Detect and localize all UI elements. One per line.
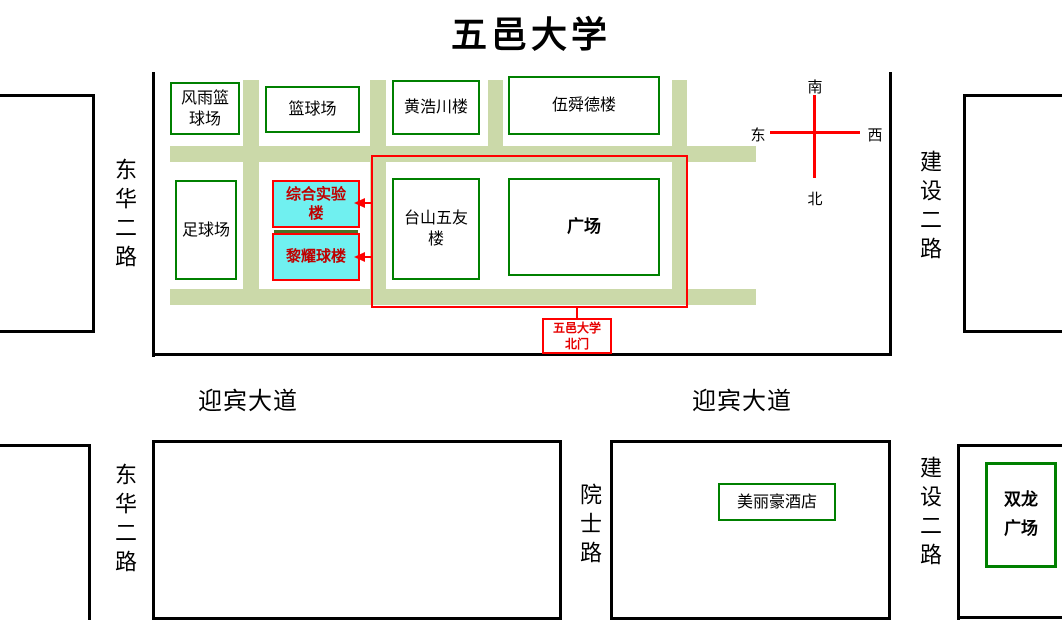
gate-label-line: 五邑大学 [552, 320, 601, 335]
compass-label-south: 南 [807, 78, 823, 96]
north-gate-badge: 五邑大学 北门 [542, 318, 612, 354]
campus-road-vertical-3 [488, 80, 503, 162]
compass-label-east: 东 [750, 126, 766, 144]
upper-right-block-top-edge [963, 94, 1062, 97]
compass-horizontal-line [770, 131, 860, 134]
building-label-line: 楼 [427, 229, 444, 248]
compass-label-north: 北 [807, 190, 823, 208]
road-label-donghua-upper: 东华二路 [111, 158, 136, 274]
building-huang-haochuan: 黄浩川楼 [392, 80, 480, 135]
road-label-yingbin-left: 迎宾大道 [198, 387, 298, 415]
road-label-yingbin-right: 迎宾大道 [692, 387, 792, 415]
building-label: 篮球场 [288, 99, 337, 119]
road-label-jianshe-upper: 建设二路 [916, 150, 941, 266]
upper-right-block-bottom-edge [963, 330, 1062, 333]
road-label-jianshe-lower: 建设二路 [916, 456, 941, 572]
building-label: 伍舜德楼 [551, 95, 616, 115]
campus-road-vertical-2 [370, 80, 386, 305]
route-line-to-gate [576, 308, 578, 320]
building-label: 黄浩川楼 [403, 97, 468, 117]
campus-road-vertical-4 [672, 80, 687, 305]
upper-right-block-side-edge [963, 94, 966, 333]
lower-block-east [610, 440, 891, 620]
landmark-label-line: 广场 [1004, 519, 1038, 539]
landmark-label-line: 双龙 [1004, 490, 1038, 511]
landmark-shuanglong-plaza: 双龙 广场 [985, 462, 1057, 568]
route-line-bottom [371, 306, 688, 308]
compass-vertical-line [813, 95, 816, 178]
route-arrow-lab-shaft [365, 202, 373, 204]
building-li-yaoqiu: 黎耀球楼 [272, 233, 360, 281]
route-arrow-lab-icon [354, 198, 365, 208]
building-comprehensive-lab: 综合实验 楼 [272, 180, 360, 228]
building-football-field: 足球场 [175, 180, 237, 280]
lower-right-block-side-edge [957, 444, 960, 620]
building-label-line: 综合实验 [285, 184, 346, 203]
landmark-hotel: 美丽豪酒店 [718, 483, 836, 521]
building-covered-basketball-court: 风雨篮 球场 [170, 82, 240, 135]
building-label-line: 楼 [308, 204, 324, 222]
lower-right-block-bottom-edge [957, 616, 1062, 619]
route-arrow-liyaoqiu-icon [354, 252, 365, 262]
upper-left-block-side-edge [92, 94, 95, 333]
building-label-line: 球场 [188, 108, 221, 128]
route-line-left [371, 155, 373, 308]
campus-road-horizontal-top [170, 146, 756, 162]
road-label-donghua-lower: 东华二路 [111, 463, 136, 579]
lower-block-west [152, 440, 562, 620]
map-title: 五邑大学 [450, 14, 611, 56]
lower-right-block-top-edge [957, 444, 1062, 447]
campus-road-vertical-1 [243, 80, 259, 305]
gate-label-line: 北门 [564, 337, 589, 351]
upper-left-block-bottom-edge [0, 330, 95, 333]
road-label-yuanshi: 院士路 [576, 483, 601, 570]
building-label: 广场 [567, 216, 601, 237]
lab-buildings-divider [274, 230, 358, 233]
building-taishan-wuyou: 台山五友 楼 [392, 178, 480, 280]
route-line-right [686, 155, 688, 308]
building-plaza: 广场 [508, 178, 660, 276]
compass-label-west: 西 [867, 126, 883, 144]
landmark-label: 美丽豪酒店 [736, 491, 817, 511]
building-label: 足球场 [181, 219, 230, 239]
campus-road-horizontal-bottom [170, 289, 756, 305]
campus-wall-left [152, 72, 155, 357]
lower-left-block-top-edge [0, 444, 90, 447]
route-arrow-liyaoqiu-shaft [365, 256, 373, 258]
building-basketball-court: 篮球场 [265, 86, 360, 133]
route-line-top [371, 155, 688, 157]
building-label: 黎耀球楼 [285, 247, 346, 266]
upper-left-block-top-edge [0, 94, 95, 97]
campus-wall-bottom [152, 353, 892, 356]
building-label-line: 台山五友 [403, 208, 468, 228]
building-label-line: 风雨篮 [180, 87, 229, 107]
lower-left-block-side-edge [88, 444, 91, 620]
campus-wall-right [889, 72, 892, 356]
building-wu-shunde: 伍舜德楼 [508, 76, 660, 135]
